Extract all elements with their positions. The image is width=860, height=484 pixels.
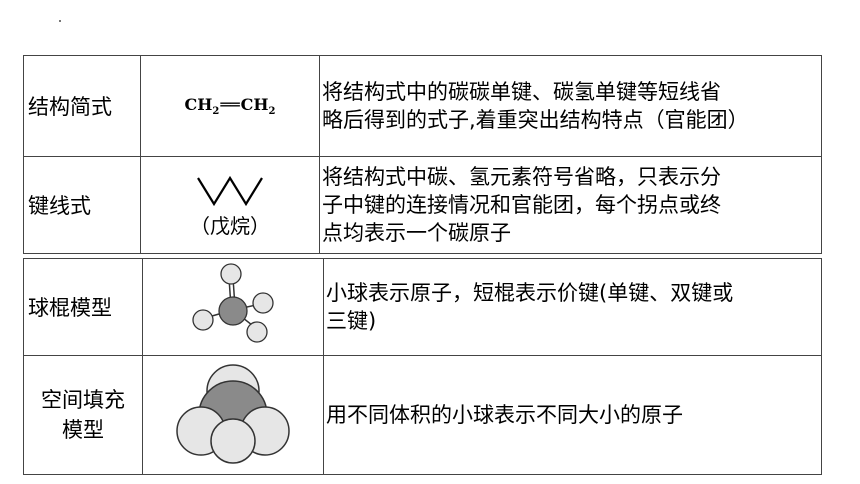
caption-pentane: （戊烷） (190, 213, 270, 238)
desc-line: 子中键的连接情况和官能团，每个拐点或终 (322, 193, 721, 217)
formula-ethylene: CH2══CH2 (140, 55, 320, 157)
pentane-skeletal-icon (197, 175, 263, 206)
row-name: 球棍模型 (23, 258, 143, 356)
table-structural-formulas: 结构简式 CH2══CH2 将结构式中的碳碳单键、碳氢单键等短线省 略后得到的式… (23, 55, 822, 254)
row-name: 空间填充 模型 (23, 355, 143, 475)
table-row: 结构简式 CH2══CH2 将结构式中的碳碳单键、碳氢单键等短线省 略后得到的式… (23, 55, 822, 157)
row-description: 将结构式中碳、氢元素符号省略，只表示分 子中键的连接情况和官能团，每个拐点或终 … (319, 156, 822, 254)
table-row: 空间填充 模型 用不同体积的小球表示不同大小的原子 (23, 355, 822, 475)
space-filling-cell (142, 355, 324, 475)
skeletal-formula-cell: （戊烷） (140, 156, 320, 254)
row-description: 小球表示原子，短棍表示价键(单键、双键或 三键) (323, 258, 822, 356)
desc-line: 将结构式中的碳碳单键、碳氢单键等短线省 (322, 80, 721, 104)
formula-subscript: 2 (268, 106, 276, 118)
formula-subscript: 2 (212, 106, 220, 118)
name-line: 空间填充 (41, 388, 125, 412)
row-name: 结构简式 (23, 55, 141, 157)
row-description: 将结构式中的碳碳单键、碳氢单键等短线省 略后得到的式子,着重突出结构特点（官能团… (319, 55, 822, 157)
desc-line: 将结构式中碳、氢元素符号省略，只表示分 (322, 165, 721, 189)
name-line: 模型 (62, 418, 104, 442)
formula-part: CH (184, 94, 213, 114)
desc-line: 略后得到的式子,着重突出结构特点（官能团） (322, 108, 749, 132)
formula-part: CH (240, 94, 269, 114)
stray-dot (59, 20, 61, 22)
desc-line: 小球表示原子，短棍表示价键(单键、双键或 (326, 281, 734, 305)
table-molecular-models: 球棍模型 小球表示原子，短棍表示价键(单键、双键或 三键) (23, 258, 822, 475)
ball-and-stick-model-icon (192, 263, 274, 343)
table-row: 键线式 （戊烷） 将结构式中碳、氢元素符号省略，只表示分 子中键的连接情况和官能… (23, 156, 822, 254)
space-filling-model-icon (176, 364, 290, 464)
desc-line: 点均表示一个碳原子 (322, 221, 511, 245)
desc-line: 三键) (326, 309, 377, 333)
row-description: 用不同体积的小球表示不同大小的原子 (323, 355, 822, 475)
double-bond: ══ (220, 94, 240, 114)
table-row: 球棍模型 小球表示原子，短棍表示价键(单键、双键或 三键) (23, 258, 822, 356)
row-name: 键线式 (23, 156, 141, 254)
ball-stick-cell (142, 258, 324, 356)
